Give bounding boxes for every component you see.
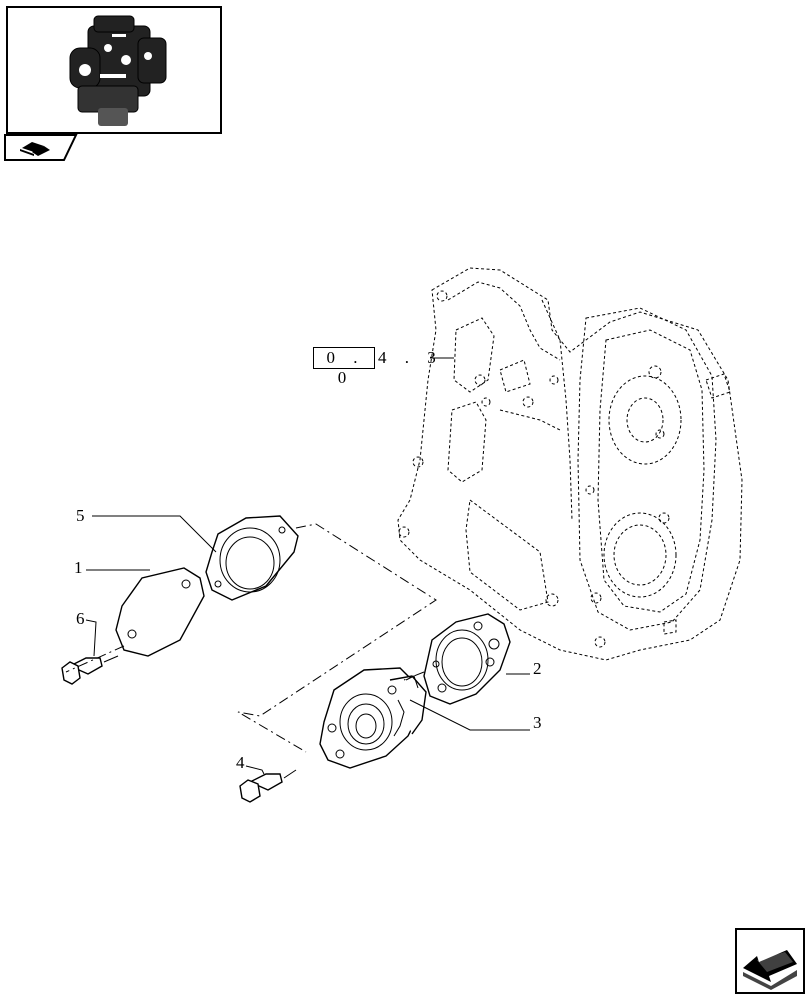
reference-code-tail: 4 . 3 bbox=[378, 348, 443, 367]
gasket-plate-part-2 bbox=[423, 613, 511, 705]
next-page-arrow-icon bbox=[743, 950, 797, 990]
callout-4: 4 bbox=[236, 753, 245, 772]
timing-case-housing bbox=[397, 267, 743, 661]
reference-code-box[interactable]: 0 . 0 bbox=[313, 347, 375, 387]
leader-3 bbox=[409, 699, 530, 731]
bolt-part-4 bbox=[239, 769, 297, 803]
book-pointer-icon bbox=[4, 134, 78, 161]
bolt-part-6 bbox=[61, 655, 119, 685]
axis-line-2 bbox=[403, 671, 425, 681]
section-tab[interactable] bbox=[4, 134, 80, 167]
reference-code-boxed: 0 . 0 bbox=[326, 348, 365, 387]
callout-3: 3 bbox=[533, 713, 542, 732]
engine-thumbnail bbox=[6, 6, 222, 134]
gasket-part-5 bbox=[205, 515, 299, 601]
callout-6: 6 bbox=[76, 609, 85, 628]
engine-thumbnail-image bbox=[69, 15, 167, 126]
callout-1: 1 bbox=[74, 558, 83, 577]
assembly-boundary bbox=[237, 523, 437, 753]
callout-5: 5 bbox=[76, 506, 85, 525]
leader-4 bbox=[245, 765, 265, 775]
next-page-button[interactable] bbox=[735, 928, 805, 994]
cover-plate-part-1 bbox=[115, 567, 205, 657]
leader-5 bbox=[92, 515, 217, 553]
leader-6 bbox=[85, 619, 97, 657]
callout-2: 2 bbox=[533, 659, 542, 678]
pump-housing-part-3 bbox=[319, 667, 427, 769]
